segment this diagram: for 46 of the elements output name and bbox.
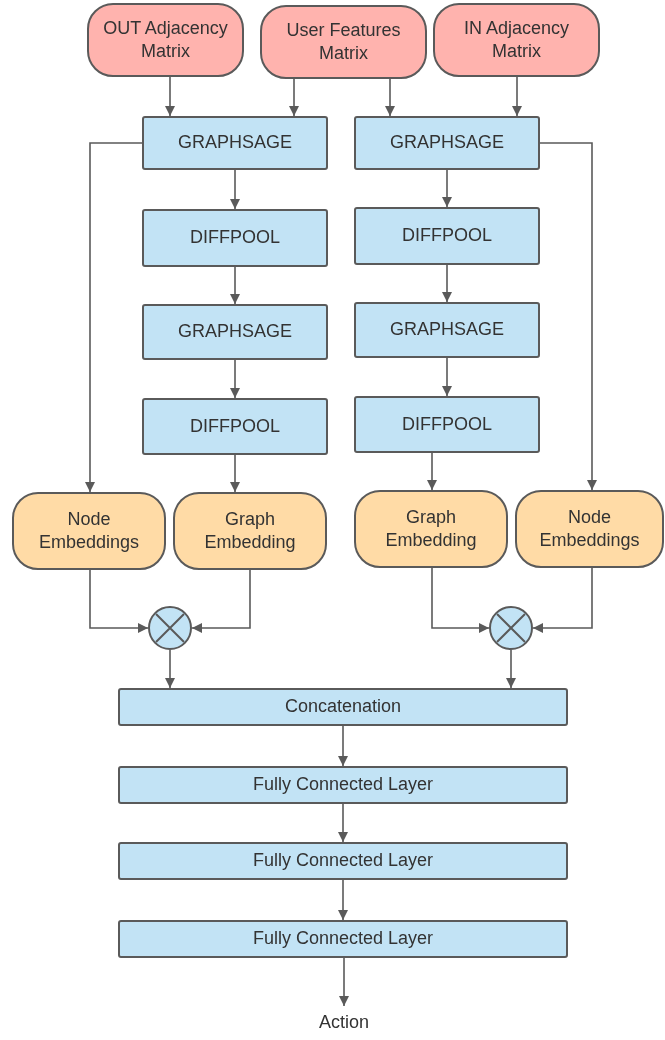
arrow: [338, 803, 348, 843]
multiply-circle: [148, 606, 192, 650]
embedding-box: Graph Embedding: [354, 490, 508, 568]
input-box: IN Adjacency Matrix: [433, 3, 600, 77]
arrow: [230, 169, 240, 210]
input-box: User Features Matrix: [260, 5, 427, 79]
arrow: [442, 357, 452, 397]
layer-box: GRAPHSAGE: [142, 116, 328, 170]
layer-box: GRAPHSAGE: [354, 302, 540, 358]
layer-box: DIFFPOOL: [142, 398, 328, 455]
arrow: [85, 142, 143, 493]
arrow: [442, 169, 452, 208]
embedding-box: Graph Embedding: [173, 492, 327, 570]
arrow: [532, 567, 593, 633]
arrow: [512, 76, 522, 117]
arrow: [165, 649, 175, 689]
arrow: [191, 569, 251, 633]
arrow: [165, 76, 175, 117]
arrow: [230, 266, 240, 305]
arrow: [289, 78, 299, 117]
arrow: [539, 142, 597, 491]
output-label: Action: [300, 1006, 388, 1040]
arrow: [431, 567, 490, 633]
input-box: OUT Adjacency Matrix: [87, 3, 244, 77]
arrow: [338, 879, 348, 921]
multiply-circle: [489, 606, 533, 650]
layer-box: Fully Connected Layer: [118, 842, 568, 880]
layer-box: Fully Connected Layer: [118, 920, 568, 958]
layer-box: Concatenation: [118, 688, 568, 726]
layer-box: DIFFPOOL: [354, 396, 540, 453]
layer-box: Fully Connected Layer: [118, 766, 568, 804]
arrow: [230, 359, 240, 399]
layer-box: DIFFPOOL: [354, 207, 540, 265]
arrow: [89, 569, 149, 633]
embedding-box: Node Embeddings: [515, 490, 664, 568]
layer-box: GRAPHSAGE: [142, 304, 328, 360]
arrow: [338, 725, 348, 767]
arrow: [385, 78, 395, 117]
arrow: [506, 649, 516, 689]
arrow: [442, 264, 452, 303]
embedding-box: Node Embeddings: [12, 492, 166, 570]
layer-box: DIFFPOOL: [142, 209, 328, 267]
arrow: [339, 957, 349, 1007]
arrow: [427, 452, 437, 491]
layer-box: GRAPHSAGE: [354, 116, 540, 170]
arrow: [230, 454, 240, 493]
